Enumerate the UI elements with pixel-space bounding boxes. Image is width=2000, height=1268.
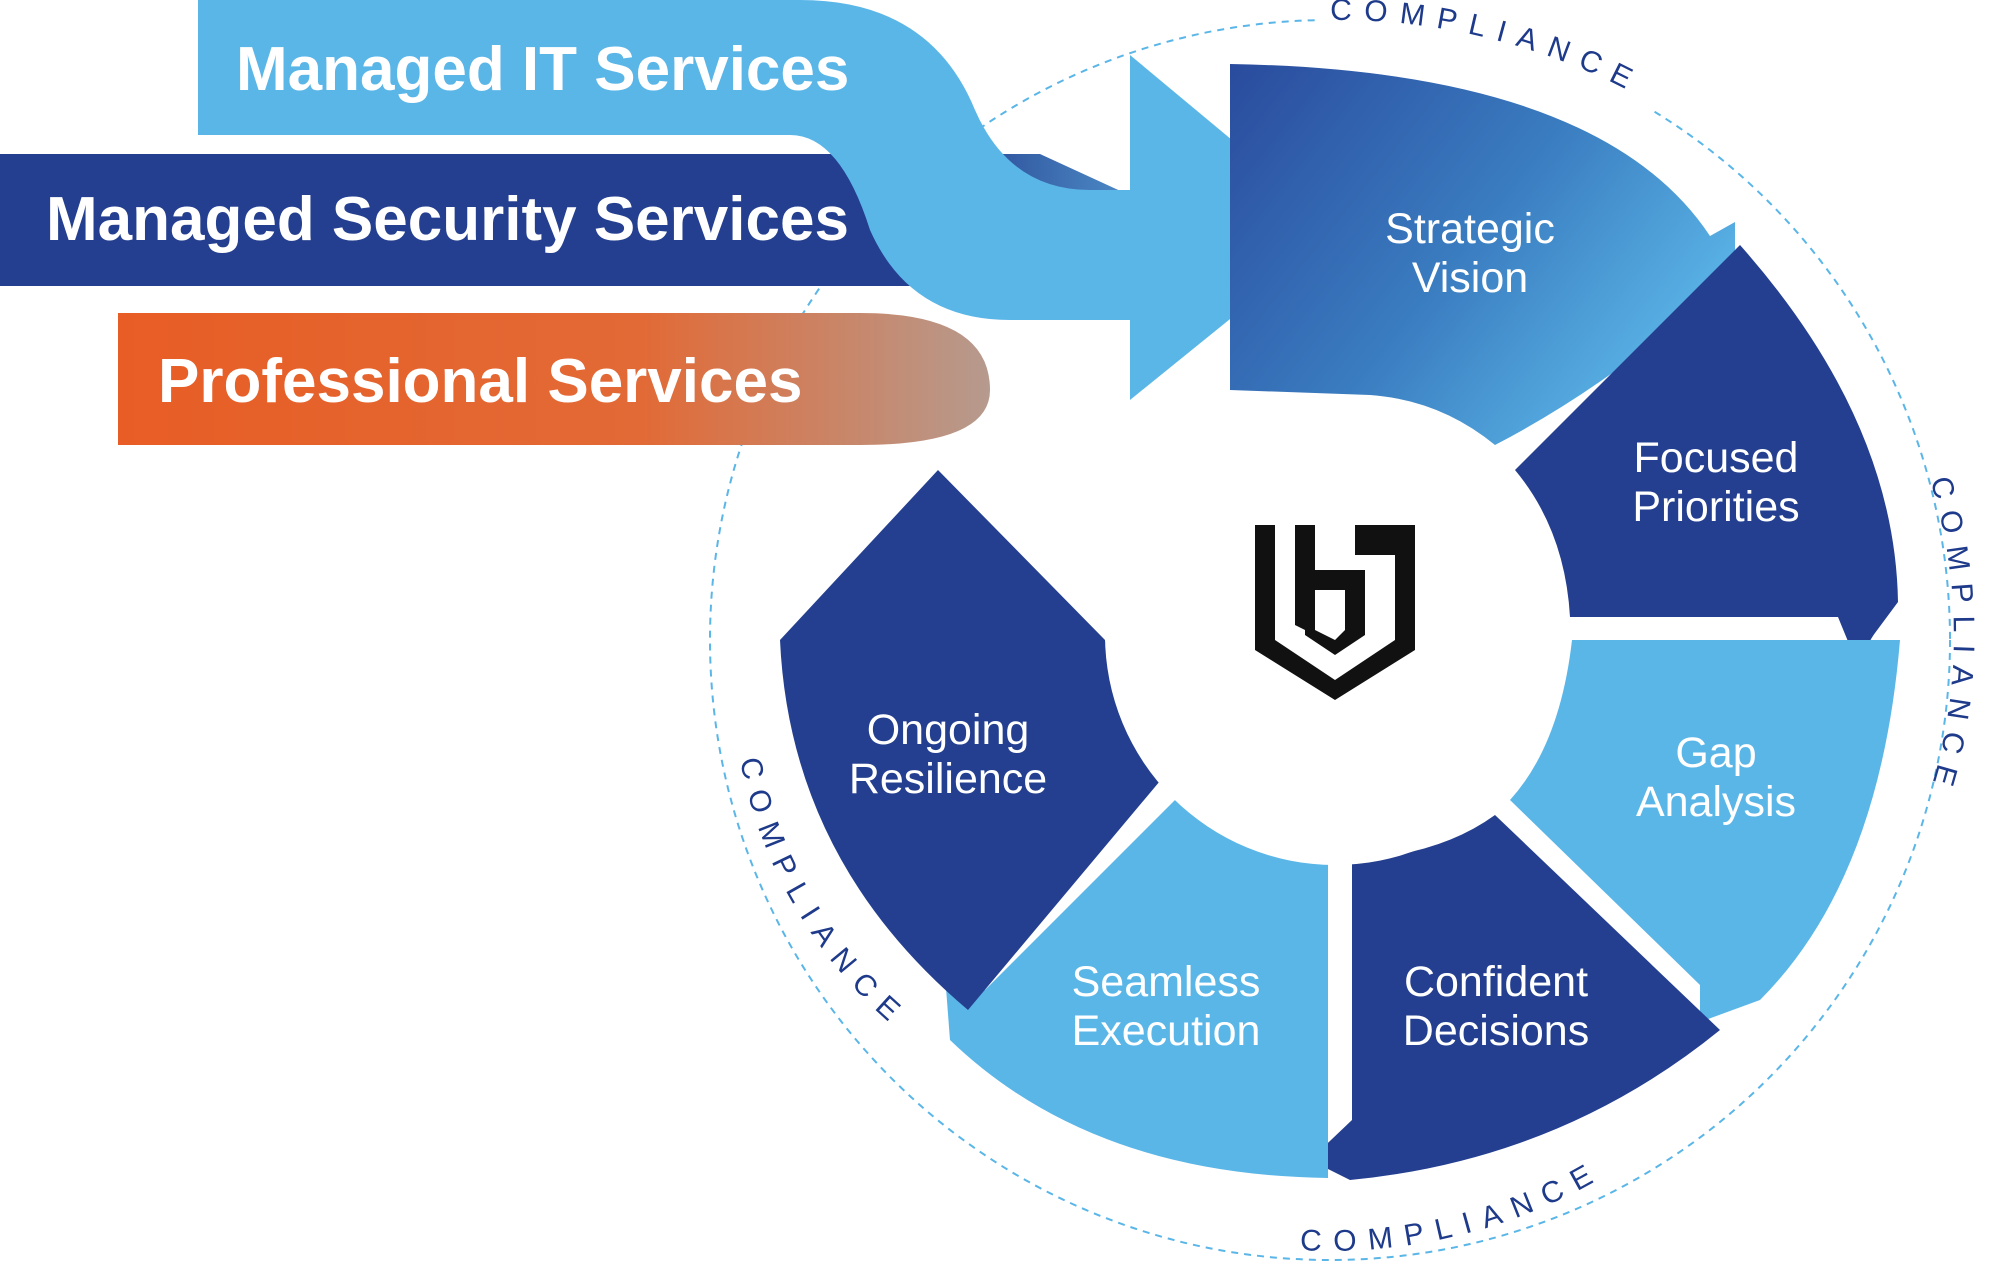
segment-label-ongoing-resilience-1: Ongoing bbox=[867, 706, 1030, 754]
segment-label-seamless-execution-1: Seamless bbox=[1072, 958, 1261, 1006]
managed-it-services-band bbox=[198, 0, 1340, 400]
segment-label-gap-analysis-1: Gap bbox=[1675, 729, 1756, 777]
compliance-label-right: COMPLIANCE bbox=[1923, 473, 1980, 801]
segment-label-seamless-execution-2: Execution bbox=[1072, 1007, 1261, 1055]
segment-label-focused-priorities-2: Priorities bbox=[1632, 483, 1799, 531]
segment-label-strategic-vision-1: Strategic bbox=[1385, 205, 1555, 253]
segment-label-focused-priorities-1: Focused bbox=[1634, 434, 1799, 482]
segment-label-ongoing-resilience-2: Resilience bbox=[849, 755, 1047, 803]
professional-services-band bbox=[118, 313, 990, 445]
segment-seamless-execution bbox=[945, 795, 1328, 1178]
segment-label-strategic-vision-2: Vision bbox=[1412, 254, 1528, 302]
segment-focused-priorities bbox=[1515, 245, 1898, 695]
segment-label-confident-decisions-2: Decisions bbox=[1403, 1007, 1589, 1055]
compliance-ring bbox=[709, 19, 1951, 1261]
segment-strategic-vision bbox=[1230, 64, 1735, 445]
managed-security-services-label: Managed Security Services bbox=[46, 185, 849, 254]
shield-logo-icon bbox=[1255, 525, 1415, 700]
segment-gap-analysis bbox=[1510, 640, 1900, 1022]
segment-confident-decisions bbox=[1310, 815, 1720, 1180]
segment-ongoing-resilience bbox=[780, 470, 1165, 1010]
managed-it-services-label: Managed IT Services bbox=[236, 35, 849, 104]
segment-label-gap-analysis-2: Analysis bbox=[1636, 778, 1796, 826]
segment-label-confident-decisions-1: Confident bbox=[1404, 958, 1588, 1006]
center-hub bbox=[1105, 405, 1565, 865]
professional-services-label: Professional Services bbox=[158, 347, 802, 416]
